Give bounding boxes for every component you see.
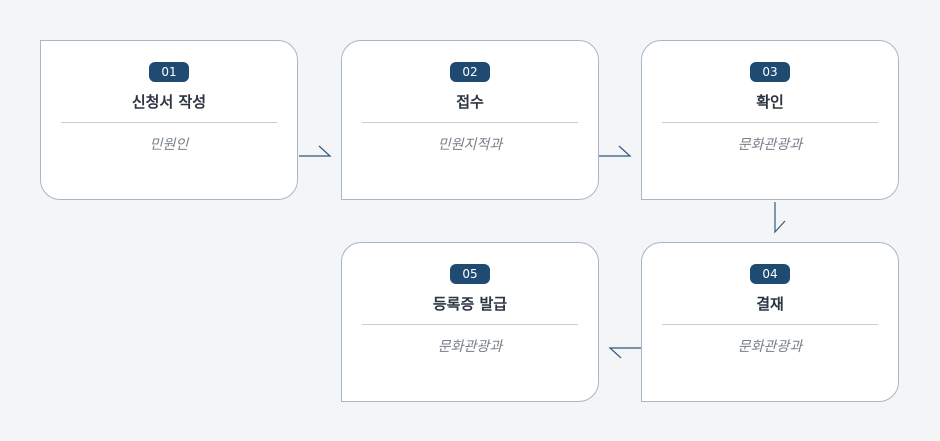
step-department: 민원지적과 [437, 137, 503, 153]
step-department: 문화관광과 [437, 339, 503, 355]
step-card-01: 01 신청서 작성 민원인 [40, 40, 298, 200]
step-number-badge: 05 [450, 264, 490, 284]
arrow-01-to-02 [299, 145, 332, 157]
step-department: 문화관광과 [737, 137, 803, 153]
step-department: 문화관광과 [737, 339, 803, 355]
step-number-badge: 01 [149, 62, 189, 82]
step-divider [61, 122, 277, 123]
step-divider [662, 324, 878, 325]
step-number-badge: 02 [450, 62, 490, 82]
step-divider [362, 324, 578, 325]
step-title: 결재 [756, 295, 784, 313]
arrow-02-to-03 [599, 145, 632, 157]
arrow-04-to-05 [608, 347, 641, 359]
step-card-04: 04 결재 문화관광과 [641, 242, 899, 402]
arrow-03-to-04 [774, 202, 786, 234]
step-number-badge: 03 [750, 62, 790, 82]
step-divider [662, 122, 878, 123]
step-title: 등록증 발급 [432, 295, 508, 313]
step-divider [362, 122, 578, 123]
step-title: 확인 [756, 93, 784, 111]
step-card-02: 02 접수 민원지적과 [341, 40, 599, 200]
step-card-05: 05 등록증 발급 문화관광과 [341, 242, 599, 402]
step-number-badge: 04 [750, 264, 790, 284]
step-title: 접수 [456, 93, 484, 111]
step-title: 신청서 작성 [131, 93, 207, 111]
step-department: 민원인 [149, 137, 189, 153]
step-card-03: 03 확인 문화관광과 [641, 40, 899, 200]
